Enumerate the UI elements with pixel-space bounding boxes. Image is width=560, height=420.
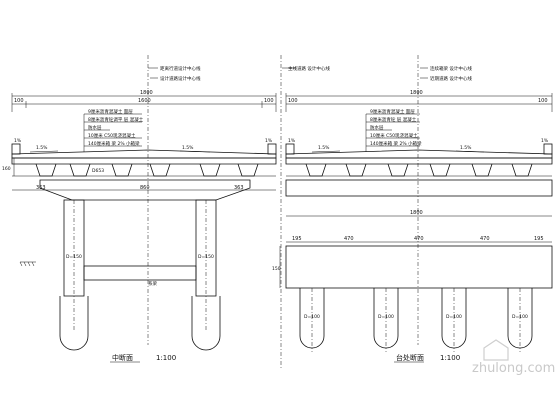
- right-cross-section: 主线道路 设计中心线 连续箱梁 设计中心线 近期道路 设计中心线 1800 10…: [272, 55, 553, 363]
- right-pile-label-3: D=100: [446, 314, 462, 320]
- left-pier-spacing-1: 363: [36, 185, 46, 191]
- left-tie-beam: [83, 265, 197, 281]
- right-pile-spacing-3: 470: [414, 236, 424, 242]
- right-pile-spacing-1: 195: [292, 236, 302, 242]
- left-layer-3: 防水层: [88, 124, 102, 131]
- right-title: 台处断面: [396, 353, 424, 362]
- right-layer-2: 8厘米沥青砼 层 混凝土: [370, 116, 417, 123]
- right-slope-left: 1.5%: [318, 145, 330, 151]
- left-slope-right: 1.5%: [182, 145, 194, 151]
- left-callout-1: 距离行道设计中心线: [160, 65, 201, 72]
- left-dim-total: 1800: [140, 90, 153, 96]
- watermark: zhulong.com: [472, 339, 555, 376]
- right-cap-width: 1800: [410, 210, 423, 216]
- right-callout-2: 连续箱梁 设计中心线: [430, 65, 472, 72]
- left-pile-label-1: D=150: [66, 254, 82, 260]
- left-railing-right: [267, 143, 277, 155]
- right-layer-1: 9厘米沥青混凝土 面层: [370, 108, 415, 115]
- left-pile-1: [59, 296, 89, 351]
- right-pile-spacing-4: 470: [480, 236, 490, 242]
- watermark-logo-icon: [483, 339, 509, 361]
- left-pier-spacing-2: 860: [140, 185, 150, 191]
- right-box-girders: [285, 157, 553, 177]
- left-railing-left: [11, 143, 21, 155]
- left-box-girders: [11, 157, 277, 177]
- left-dim-deck: 1600: [138, 98, 151, 104]
- left-pier-spacing-3: 363: [234, 185, 244, 191]
- left-title: 中断面: [112, 353, 133, 362]
- right-cap-height: 150: [272, 266, 281, 272]
- left-layer-1: 9厘米沥青混凝土 面层: [88, 108, 133, 115]
- right-callout-1: 主线道路 设计中心线: [288, 65, 330, 72]
- left-cross-section: 距离行道设计中心线 设计道路设计中心线 1800 1600 100 100 9厘…: [2, 55, 277, 363]
- right-pile-spacing-2: 470: [344, 236, 354, 242]
- right-pile-label-1: D=100: [304, 314, 320, 320]
- left-dim-edge-right: 100: [264, 98, 274, 104]
- right-dim-edge-left: 100: [288, 98, 298, 104]
- right-pile-spacing-5: 195: [534, 236, 544, 242]
- right-pile-cap: [285, 245, 553, 289]
- right-layer-3: 防水层: [370, 124, 384, 131]
- right-pile-label-2: D=100: [378, 314, 394, 320]
- left-callout-2: 设计道路设计中心线: [160, 75, 201, 82]
- left-tie-label: 系梁: [148, 280, 157, 287]
- right-layer-5: 140厘米箱 梁 2% 小箱梁: [370, 140, 422, 147]
- left-deck-slab: [11, 149, 277, 159]
- right-dim-edge-right: 100: [538, 98, 548, 104]
- svg-text:1%: 1%: [14, 138, 22, 144]
- left-layer-2: 8厘米沥青砼调平 层 混凝土: [88, 116, 144, 123]
- watermark-text: zhulong.com: [472, 361, 555, 376]
- left-slope-left: 1.5%: [36, 145, 48, 151]
- svg-text:1%: 1%: [541, 138, 549, 144]
- right-abutment-cap-top: [285, 179, 553, 197]
- svg-text:1%: 1%: [288, 138, 296, 144]
- right-layer-4: 10厘米 C50现浇混凝土: [370, 132, 418, 139]
- right-railing-left: [285, 143, 295, 155]
- right-dim-total: 1800: [410, 90, 423, 96]
- right-callout-3: 近期道路 设计中心线: [430, 75, 472, 82]
- left-beam-height: 160: [2, 166, 11, 172]
- right-pile-label-4: D=100: [512, 314, 528, 320]
- left-scale: 1:100: [156, 354, 176, 362]
- svg-text:1%: 1%: [265, 138, 273, 144]
- right-deck-slab: [285, 149, 553, 159]
- left-layer-4: 10厘米 C50现浇混凝土: [88, 132, 136, 139]
- right-scale: 1:100: [440, 354, 460, 362]
- right-slope-right: 1.5%: [460, 145, 472, 151]
- left-layer-5: 140厘米箱 梁 2% 小箱梁: [88, 140, 140, 147]
- right-railing-right: [543, 143, 553, 155]
- left-pile-label-2: D=150: [198, 254, 214, 260]
- left-pile-2: [191, 296, 221, 351]
- left-beam-label: D653: [92, 168, 104, 174]
- left-dim-edge-left: 100: [14, 98, 24, 104]
